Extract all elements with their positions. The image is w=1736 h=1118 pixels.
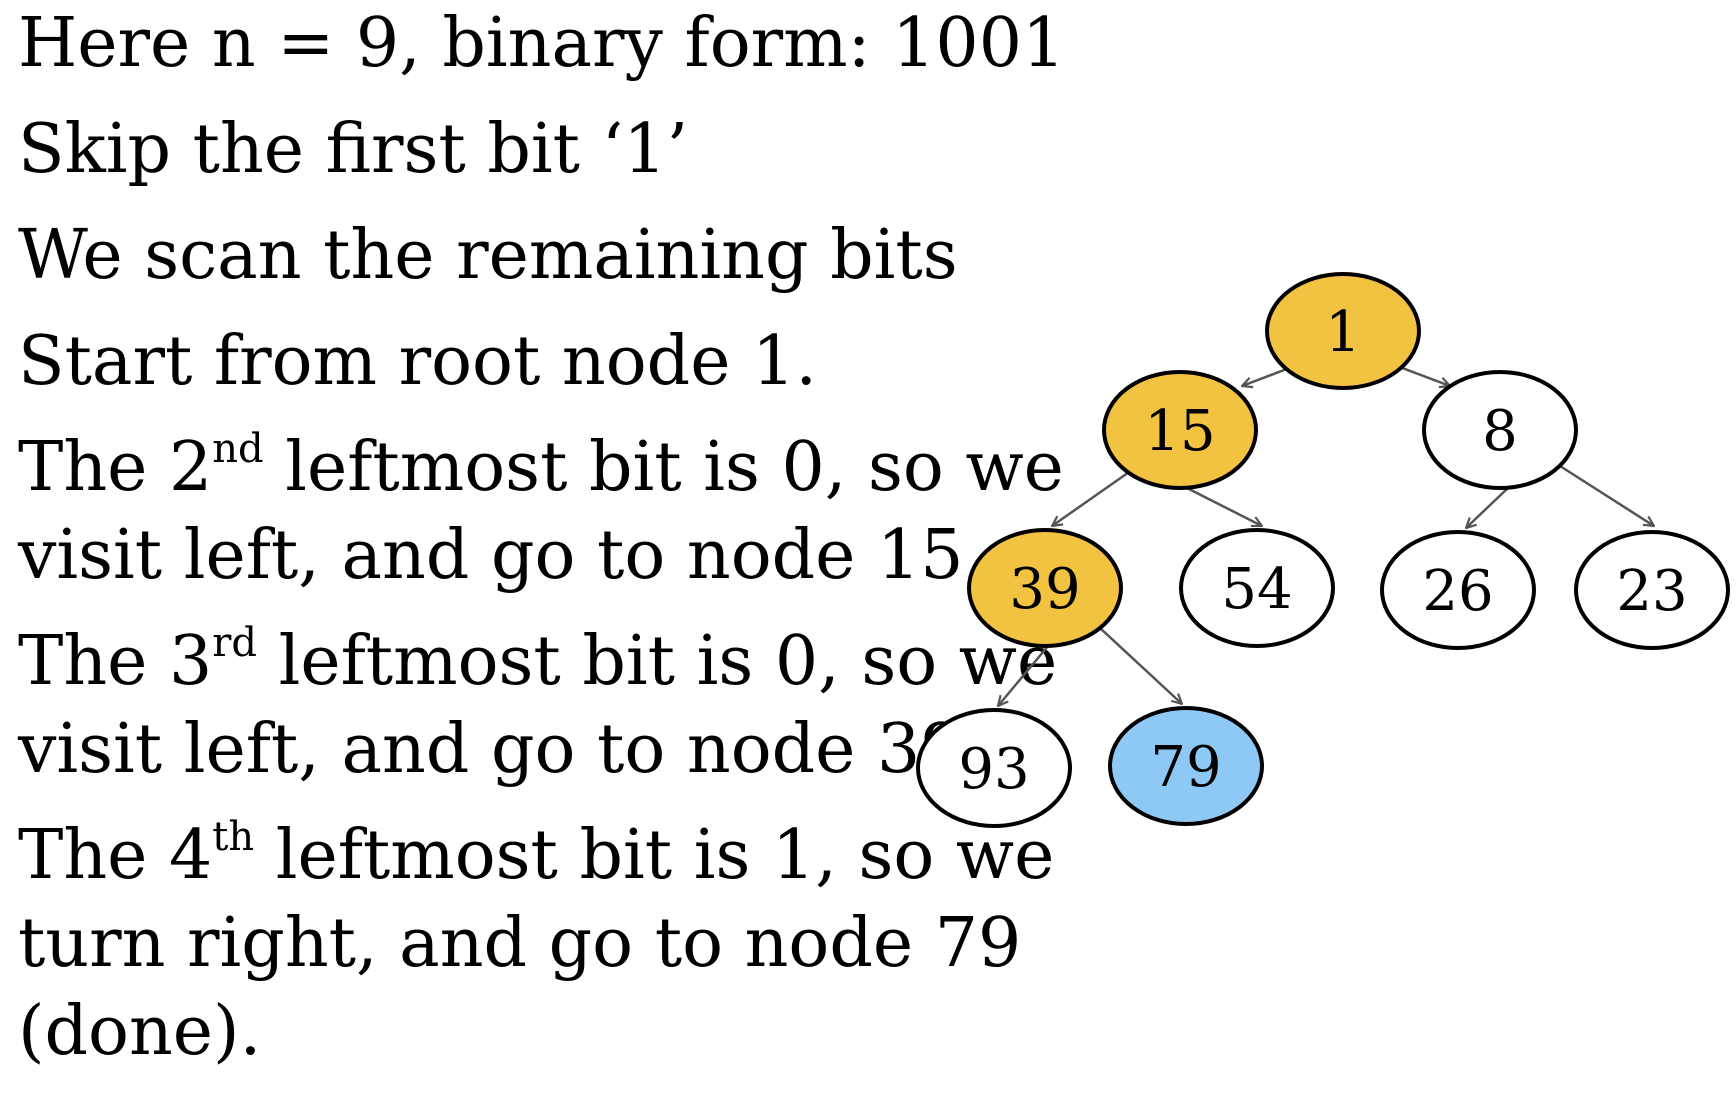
tree-node-39: 39 [967, 528, 1123, 648]
line-start-root: Start from root node 1. [18, 322, 817, 401]
line-n-binary: Here n = 9, binary form: 1001 [18, 4, 1066, 83]
tree-node-8: 8 [1422, 370, 1578, 490]
node-ellipse [1422, 370, 1578, 490]
node-ellipse [1108, 706, 1264, 826]
node-label: 23 [1616, 559, 1687, 624]
node-label: 39 [1009, 557, 1080, 622]
line-go-node-15: visit left, and go to node 15 [18, 516, 964, 595]
node-ellipse [1265, 272, 1421, 390]
explanation-text: Here n = 9, binary form: 1001 Skip the f… [18, 0, 1066, 1076]
edge-1-to-8 [1396, 364, 1450, 386]
node-label: 79 [1150, 735, 1221, 800]
node-label: 26 [1422, 559, 1493, 624]
line-go-node-79: turn right, and go to node 79 [18, 904, 1022, 983]
node-ellipse [1380, 530, 1536, 650]
tree-node-23: 23 [1574, 530, 1730, 650]
edge-39-to-79 [1099, 627, 1182, 704]
node-ellipse [916, 708, 1072, 828]
node-label: 54 [1221, 557, 1292, 622]
edge-1-to-15 [1242, 365, 1293, 386]
edge-8-to-23 [1559, 464, 1654, 526]
tree-node-54: 54 [1179, 528, 1335, 648]
edge-15-to-39 [1052, 468, 1133, 526]
node-ellipse [1179, 528, 1335, 648]
tree-node-26: 26 [1380, 530, 1536, 650]
line-scan-bits: We scan the remaining bits [18, 216, 958, 295]
line-go-node-39: visit left, and go to node 39 [18, 710, 964, 789]
tree-nodes: 1 15 8 39 54 26 23 93 79 [916, 272, 1730, 828]
tree-node-15: 15 [1102, 370, 1258, 490]
line-third-bit: The 3rd leftmost bit is 0, so we [18, 620, 1058, 701]
node-label: 93 [958, 737, 1029, 802]
tree-node-1: 1 [1265, 272, 1421, 390]
tree-node-93: 93 [916, 708, 1072, 828]
line-skip-first-bit: Skip the first bit ‘1’ [18, 110, 689, 189]
node-label: 15 [1144, 399, 1215, 464]
tree-node-79: 79 [1108, 706, 1264, 826]
node-ellipse [967, 528, 1123, 648]
edge-39-to-93 [998, 645, 1049, 706]
line-done: (done). [18, 992, 262, 1071]
line-second-bit: The 2nd leftmost bit is 0, so we [18, 426, 1064, 507]
node-label: 8 [1482, 399, 1518, 464]
node-label: 1 [1325, 300, 1361, 365]
edge-8-to-26 [1466, 487, 1509, 528]
tree-edges [998, 364, 1654, 706]
edge-15-to-54 [1184, 485, 1262, 528]
line-fourth-bit: The 4th leftmost bit is 1, so we [18, 814, 1055, 895]
node-ellipse [1574, 530, 1730, 650]
node-ellipse [1102, 370, 1258, 490]
